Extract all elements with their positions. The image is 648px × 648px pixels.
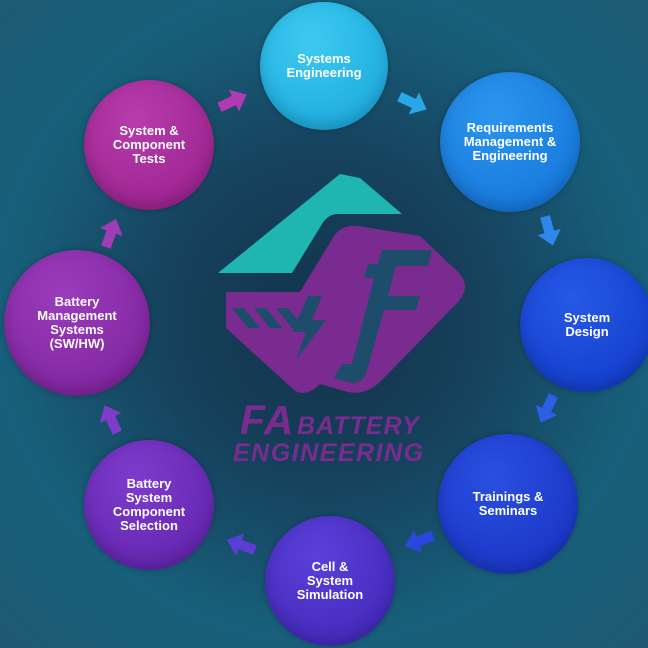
brand-fa-text: FA: [240, 397, 295, 443]
arrow-icon: [404, 530, 435, 553]
fa-logo-icon: [218, 174, 465, 393]
node-system-design: System Design: [520, 258, 648, 392]
arrow-icon: [100, 218, 123, 249]
arrow-icon: [226, 533, 257, 556]
node-bms: Battery Management Systems (SW/HW): [4, 250, 150, 396]
node-cell-simulation: Cell & System Simulation: [265, 516, 395, 646]
node-component-tests: System & Component Tests: [84, 80, 214, 210]
arrow-icon: [537, 215, 561, 246]
brand-engineering-text: ENGINEERING: [233, 439, 425, 467]
node-component-selection: Battery System Component Selection: [84, 440, 214, 570]
node-systems-engineering: Systems Engineering: [260, 2, 388, 130]
lightning-bolt-icon: [292, 296, 326, 360]
logo-teal-wing: [218, 174, 402, 273]
logo-purple-body: [226, 225, 465, 393]
node-trainings: Trainings & Seminars: [438, 434, 578, 574]
logo-stripe-2: [254, 308, 282, 328]
arrow-icon: [217, 89, 247, 112]
arrow-icon: [99, 405, 122, 435]
brand-battery-text: BATTERY: [297, 412, 420, 440]
arrow-icon: [535, 393, 558, 423]
logo-stripe-1: [232, 308, 260, 328]
node-requirements: Requirements Management & Engineering: [440, 72, 580, 212]
logo-f-cutout: [334, 250, 432, 383]
arrow-icon: [397, 92, 427, 115]
